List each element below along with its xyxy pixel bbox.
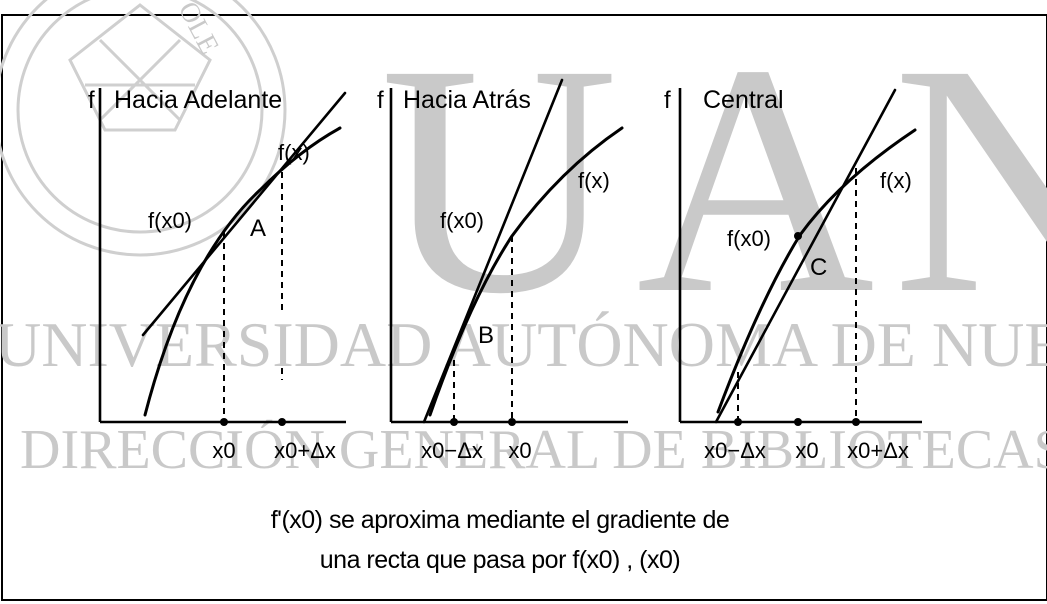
panel-backward: f Hacia Atrás f(x0) f(x) B x0−Δx x0 — [377, 78, 628, 463]
panel-central-axis-label: f — [664, 87, 671, 114]
panel-central: f Central f(x0) f(x) C x0−Δx x0 x0+Δx — [664, 86, 922, 463]
panel-central-point-label: f(x0) — [727, 226, 771, 251]
panel-central-tick-x0dx: x0+Δx — [847, 438, 909, 463]
panel-forward-point-label: f(x0) — [148, 208, 192, 233]
panel-forward-tick-x0dx: x0+Δx — [274, 438, 336, 463]
panel-backward-curve-label: f(x) — [578, 168, 610, 193]
panel-backward-title: Hacia Atrás — [403, 86, 531, 114]
watermark-line-2: DIRECCIÓN GENERAL DE BIBLIOTECAS — [20, 418, 1047, 481]
panel-central-secant-line — [714, 88, 897, 424]
watermark-arc-text: OLE — [172, 0, 225, 59]
panel-central-point-marker — [794, 232, 802, 240]
panel-central-curve-label: f(x) — [880, 168, 912, 193]
panel-backward-secant-line — [422, 78, 564, 424]
figure-frame — [1, 14, 1047, 601]
panel-forward-region-label: A — [250, 215, 266, 242]
panel-backward-region-label: B — [478, 322, 494, 349]
caption-line-1: f'(x0) se aproxima mediante el gradiente… — [270, 506, 730, 534]
watermark-seal — [0, 0, 287, 257]
panel-backward-axis-label: f — [377, 87, 384, 114]
panel-central-region-label: C — [810, 254, 827, 281]
panel-central-x0-tick — [794, 418, 802, 426]
panel-backward-point-label: f(x0) — [440, 208, 484, 233]
panel-forward-function-curve — [143, 126, 342, 417]
panel-backward-x0-tick — [508, 418, 516, 426]
panel-central-tick-x0mdx: x0−Δx — [704, 438, 766, 463]
watermark-big-letters: UANL — [380, 0, 1047, 362]
panel-forward-x0dx-tick — [278, 418, 286, 426]
panel-forward-tick-x0: x0 — [212, 438, 235, 463]
panel-central-title: Central — [703, 86, 784, 114]
panel-forward-title: Hacia Adelante — [114, 86, 282, 114]
panel-forward-curve-label: f(x) — [278, 140, 310, 165]
panel-backward-tick-x0mdx: x0−Δx — [421, 438, 483, 463]
panel-central-x0dx-tick — [852, 418, 860, 426]
panel-forward-x0-tick — [220, 418, 228, 426]
panel-central-tick-x0: x0 — [795, 438, 818, 463]
panel-backward-x0mdx-tick — [450, 418, 458, 426]
panel-forward: f Hacia Adelante f(x0) f(x) A x0 x0+Δx — [88, 86, 347, 463]
panel-backward-tick-x0: x0 — [508, 438, 531, 463]
panel-central-x0mdx-tick — [734, 418, 742, 426]
panel-forward-axis-label: f — [88, 87, 95, 114]
caption-line-2: una recta que pasa por f(x0) , (x0) — [319, 546, 681, 574]
watermark: OLE UANL UNIVERSIDAD AUTÓNOMA DE NUEVO L… — [0, 0, 1047, 481]
panel-forward-secant-line — [141, 91, 347, 337]
